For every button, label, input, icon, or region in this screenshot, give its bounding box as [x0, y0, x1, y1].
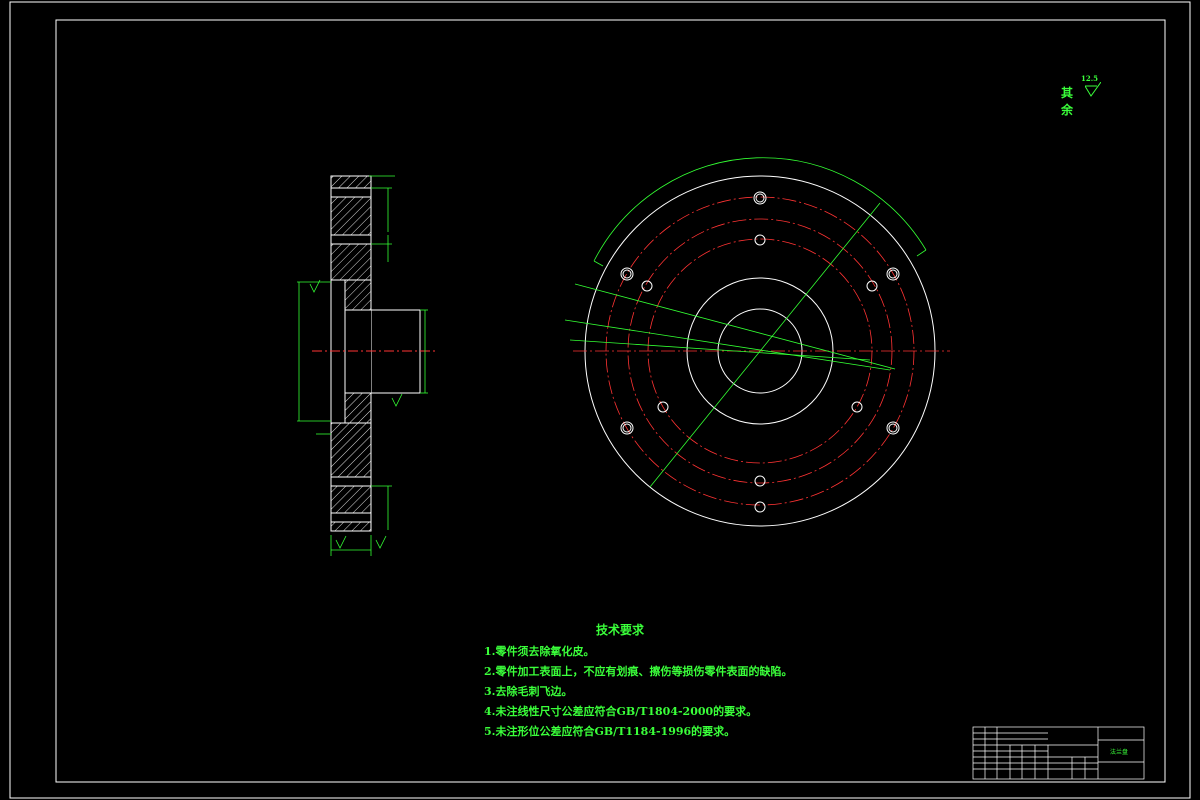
tech-item: 5.未注形位公差应符合GB/T1184-1996的要求。 [484, 725, 736, 738]
sheet-outer-border [9, 1, 1191, 799]
roughness-label: 其余 [1061, 86, 1074, 117]
part-name: 法兰盘 [1110, 749, 1129, 756]
front-view [564, 157, 950, 527]
roughness-symbol-icon [1085, 82, 1101, 97]
inner-hole [866, 280, 878, 292]
bolt-hole-top-outer [330, 187, 372, 198]
tech-item: 1.零件须去除氧化皮。 [484, 645, 595, 658]
bolt-hole [754, 501, 766, 513]
arc-dimension [593, 157, 927, 262]
title-block [972, 726, 1145, 780]
bolt-hole-top-inner [330, 234, 372, 245]
inner-hole [641, 280, 653, 292]
technical-requirements: 技术要求 1.零件须去除氧化皮。 2.零件加工表面上，不应有划痕、擦伤等损伤零件… [484, 620, 792, 742]
hub-section [344, 279, 372, 311]
boss-outline [371, 309, 421, 394]
inner-hole [754, 475, 766, 487]
inner-hole [754, 234, 766, 246]
bolt-hole-bottom-inner [330, 476, 372, 487]
bolt-hole [620, 421, 634, 435]
bolt-hole [886, 421, 900, 435]
tech-item: 2.零件加工表面上，不应有划痕、擦伤等损伤零件表面的缺陷。 [484, 665, 793, 678]
bolt-hole [886, 267, 900, 281]
tech-title: 技术要求 [596, 623, 645, 637]
tech-item: 4.未注线性尺寸公差应符合GB/T1804-2000的要求。 [484, 705, 758, 718]
bolt-hole [753, 191, 767, 205]
bolt-hole [620, 267, 634, 281]
sheet-inner-border [55, 19, 1166, 783]
inner-hole [657, 401, 669, 413]
section-view [297, 175, 437, 556]
inner-hole [851, 401, 863, 413]
bolt-hole-bottom-outer [330, 512, 372, 523]
roughness-value: 12.5 [1081, 74, 1099, 83]
tech-item: 3.去除毛刺飞边。 [484, 685, 573, 698]
hub-section-lower [344, 392, 372, 424]
